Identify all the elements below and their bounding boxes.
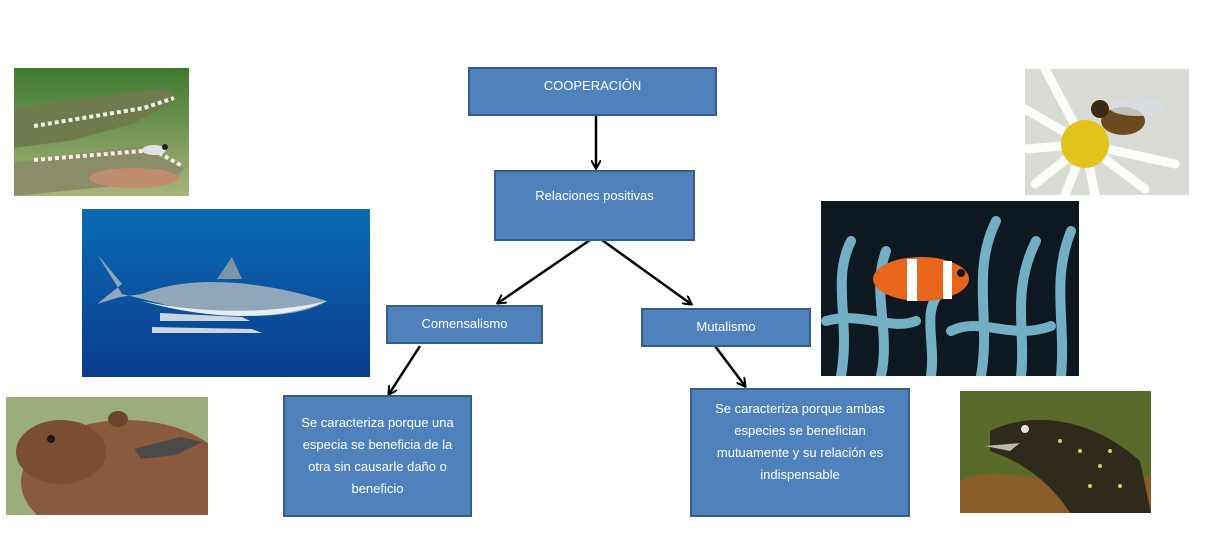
crocodile-plover-photo xyxy=(14,68,189,196)
comensalismo-description-box: Se caracteriza porque una especia se ben… xyxy=(283,395,472,517)
capybara-bird-photo xyxy=(6,397,208,515)
relaciones-positivas-label: Relaciones positivas xyxy=(535,188,654,203)
clownfish-anemone-photo xyxy=(821,201,1079,376)
arrow-comensalismo-to-desc xyxy=(389,345,422,394)
comensalismo-box: Comensalismo xyxy=(386,305,543,344)
mutalismo-box: Mutalismo xyxy=(641,308,811,347)
arrow-positive-to-mutalismo xyxy=(601,238,691,304)
relaciones-positivas-box: Relaciones positivas xyxy=(494,170,695,241)
cooperacion-label: COOPERACIÓN xyxy=(543,78,642,93)
mutalismo-label: Mutalismo xyxy=(696,319,756,334)
mutalismo-description-box: Se caracteriza porque ambas especies se … xyxy=(690,388,910,517)
comensalismo-label: Comensalismo xyxy=(421,316,508,331)
mutalismo-description: Se caracteriza porque ambas especies se … xyxy=(715,401,885,482)
arrow-mutalismo-to-desc xyxy=(714,345,745,386)
moray-eel-photo xyxy=(960,391,1151,513)
comensalismo-description: Se caracteriza porque una especia se ben… xyxy=(301,415,454,496)
arrow-positive-to-comensalismo xyxy=(498,238,591,303)
bee-flower-photo xyxy=(1025,69,1189,195)
shark-remora-photo xyxy=(82,209,370,377)
cooperacion-box: COOPERACIÓN xyxy=(468,67,717,116)
